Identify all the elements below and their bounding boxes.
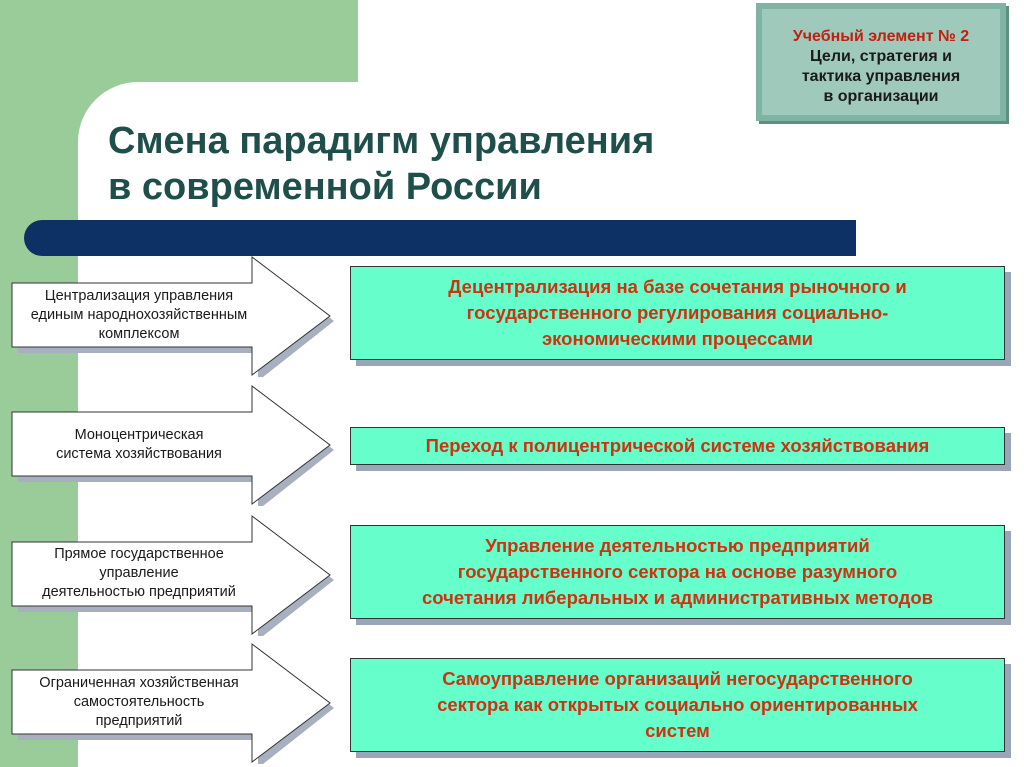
background-left-strip <box>0 0 78 767</box>
target-box-3-line-3: сочетания либеральных и административных… <box>421 587 934 608</box>
title-line-1: Смена парадигм управления <box>108 120 655 162</box>
arrow-text-3-line-2: управление <box>99 565 179 581</box>
target-box-3-line-2: государственного сектора на основе разум… <box>457 561 898 582</box>
target-box-4-line-2: сектора как открытых социально ориентиро… <box>437 694 918 715</box>
arrow-text-1: Централизация управления единым народнох… <box>10 287 268 344</box>
arrow-text-1-line-3: комплексом <box>98 326 180 342</box>
arrow-from-4: Ограниченная хозяйственная самостоятельн… <box>10 642 335 764</box>
arrow-text-4: Ограниченная хозяйственная самостоятельн… <box>10 674 268 731</box>
arrow-text-1-line-2: единым народнохозяйственным <box>30 307 248 323</box>
badge-line-1: Цели, стратегия и <box>810 48 952 65</box>
arrow-shape-4 <box>11 642 334 764</box>
target-box-4-line-3: систем <box>645 720 710 741</box>
title-line-2: в современной России <box>108 166 542 208</box>
arrow-from-3: Прямое государственное управление деятел… <box>10 514 335 636</box>
arrow-text-2-line-1: Моноцентрическая <box>74 427 204 443</box>
target-box-3-line-1: Управление деятельностью предприятий <box>485 535 870 556</box>
arrow-text-2-line-2: система хозяйствования <box>56 446 222 462</box>
arrow-shape-1 <box>11 255 334 377</box>
arrow-shape-3 <box>11 514 334 636</box>
module-badge: Учебный элемент № 2 Цели, стратегия и та… <box>756 3 1006 121</box>
target-box-2-line-1: Переход к полицентрической системе хозяй… <box>425 435 930 456</box>
badge-number: Учебный элемент № 2 <box>792 28 970 45</box>
arrow-text-4-line-2: самостоятельность <box>73 694 205 710</box>
target-box-3: Управление деятельностью предприятий гос… <box>350 525 1005 619</box>
badge-line-2: тактика управления <box>801 68 961 85</box>
arrow-from-2: Моноцентрическая система хозяйствования <box>10 384 335 506</box>
title-underline-bar <box>24 220 856 256</box>
arrow-text-3-line-1: Прямое государственное <box>54 546 224 562</box>
target-box-1-line-3: экономическими процессами <box>541 328 814 349</box>
target-box-1-line-1: Децентрализация на базе сочетания рыночн… <box>448 276 907 297</box>
arrow-text-2: Моноцентрическая система хозяйствования <box>10 426 268 464</box>
badge-line-3: в организации <box>823 88 939 105</box>
target-box-4-line-1: Самоуправление организаций негосударстве… <box>442 668 913 689</box>
slide-title: Смена парадигм управления в современной … <box>108 118 768 210</box>
target-box-4: Самоуправление организаций негосударстве… <box>350 658 1005 752</box>
arrow-text-3-line-3: деятельностью предприятий <box>42 584 236 600</box>
arrow-text-4-line-1: Ограниченная хозяйственная <box>39 675 239 691</box>
target-box-1: Децентрализация на базе сочетания рыночн… <box>350 266 1005 360</box>
arrow-text-3: Прямое государственное управление деятел… <box>10 545 268 602</box>
target-box-2: Переход к полицентрической системе хозяй… <box>350 427 1005 465</box>
target-box-1-line-2: государственного регулирования социально… <box>466 302 889 323</box>
arrow-text-4-line-3: предприятий <box>95 713 183 729</box>
arrow-from-1: Централизация управления единым народнох… <box>10 255 335 377</box>
arrow-shape-2 <box>11 384 334 506</box>
arrow-text-1-line-1: Централизация управления <box>44 288 234 304</box>
